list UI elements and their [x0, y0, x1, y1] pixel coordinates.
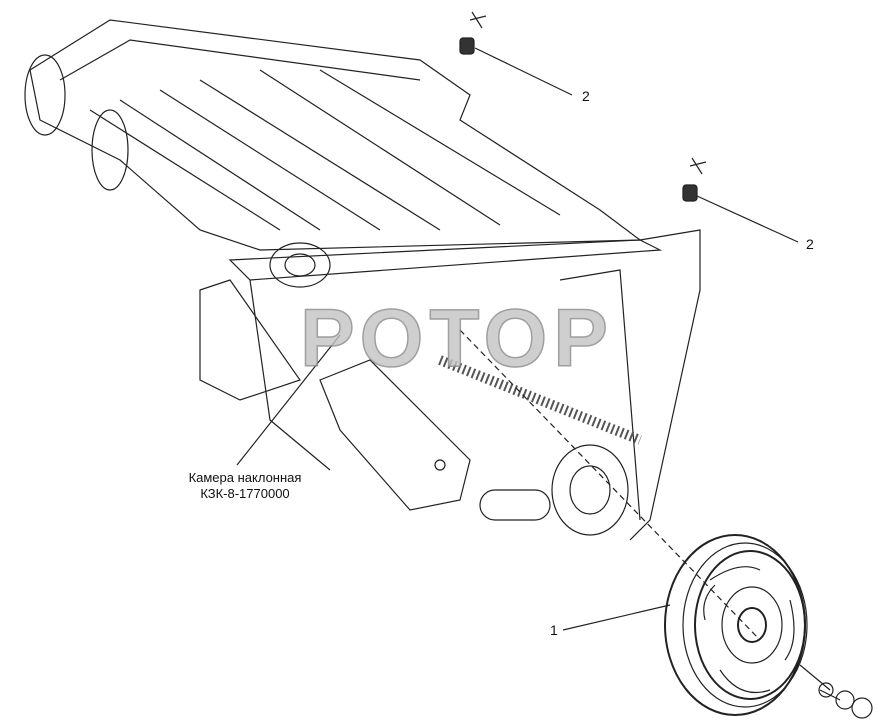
inner-pulley — [479, 444, 629, 536]
pulley-part-1 — [664, 534, 873, 719]
feeder-housing — [24, 19, 701, 541]
callout-label-1: 1 — [550, 622, 558, 638]
leader-line-2a — [474, 47, 573, 96]
spring — [438, 355, 642, 445]
leader-line-1 — [562, 604, 671, 631]
leader-line-caption — [236, 334, 341, 466]
leader-line-2b — [696, 195, 799, 243]
caption-title: Камера наклонная — [188, 470, 302, 485]
bushing-part-2-top — [459, 11, 487, 55]
caption-part-number: КЗК-8-1770000 — [200, 486, 290, 501]
watermark: РОТОР — [299, 292, 614, 385]
assembly-axis — [459, 329, 761, 641]
callout-label-2-top: 2 — [582, 88, 590, 104]
side-plate — [199, 242, 471, 511]
callout-label-2-right: 2 — [806, 236, 814, 252]
caption: Камера наклонная КЗК-8-1770000 — [180, 470, 310, 502]
bushing-part-2-right — [682, 157, 707, 202]
